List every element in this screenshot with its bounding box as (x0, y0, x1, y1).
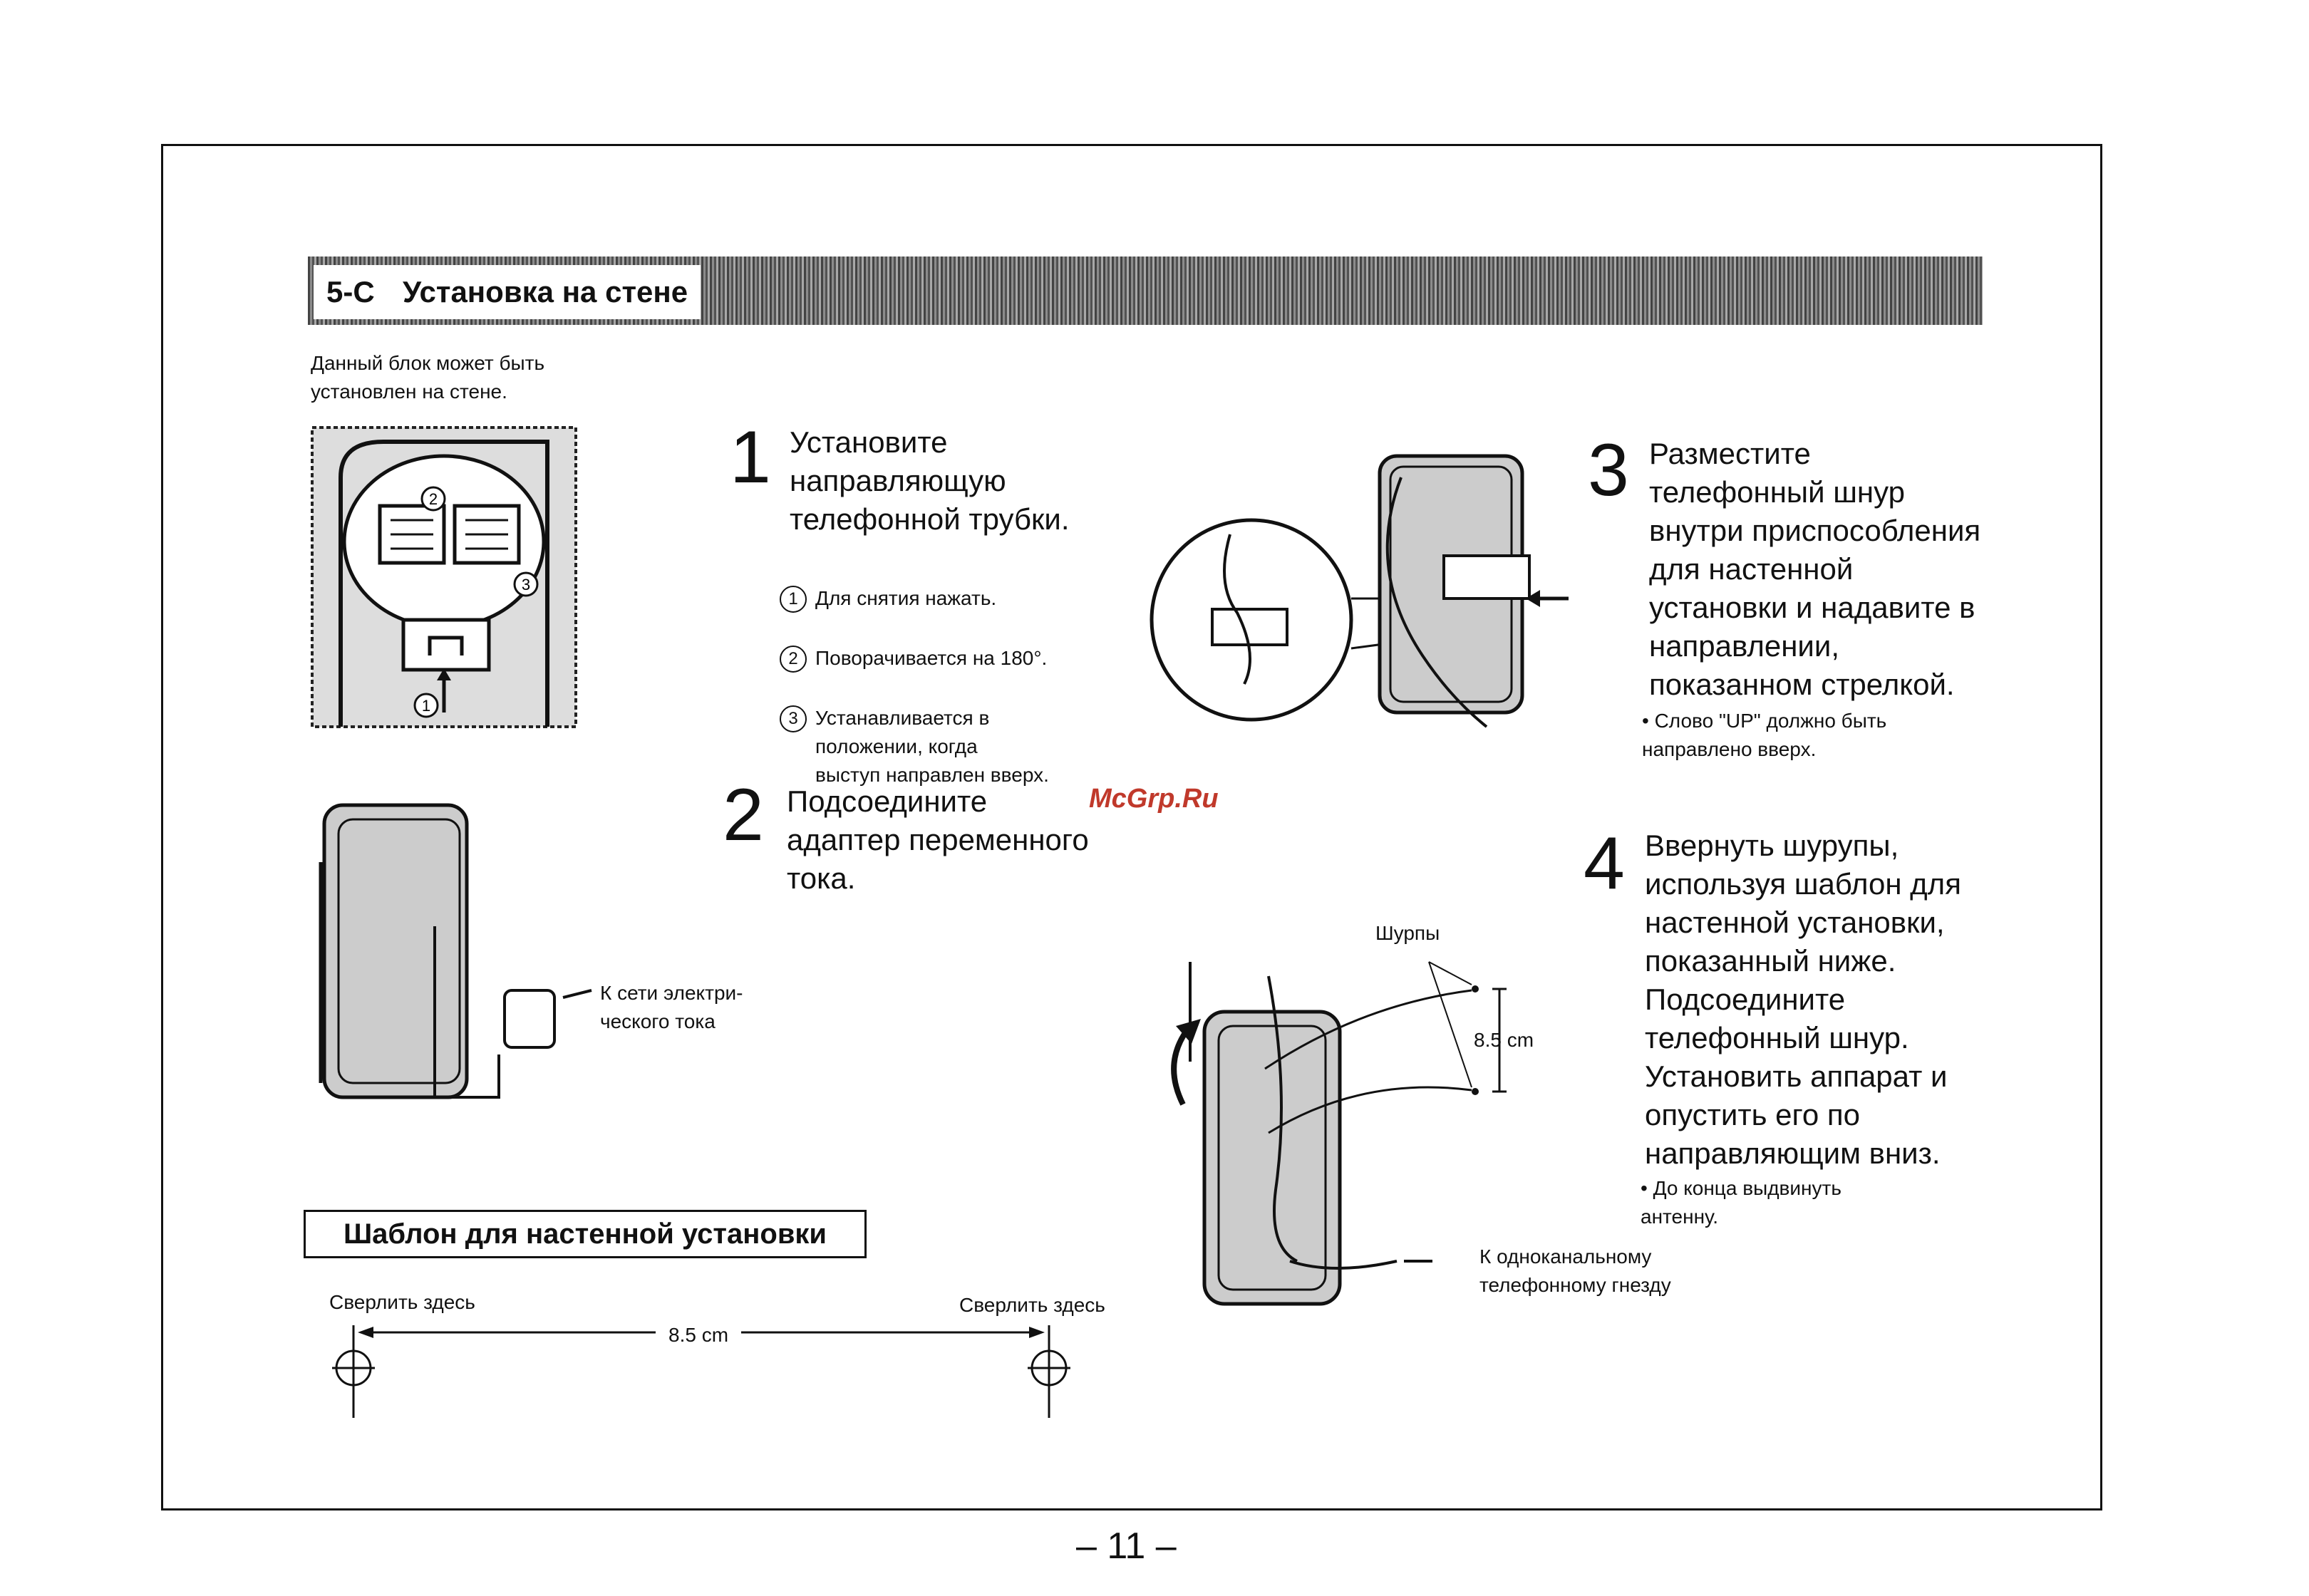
circled-number: 2 (780, 646, 807, 673)
template-distance-label: 8.5 cm (668, 1324, 729, 1346)
wall-mount-illustration (1171, 961, 1507, 1306)
substep: 2 Поворачивается на 180°. (780, 644, 1150, 673)
handset-guide-illustration: 2 3 1 (311, 426, 577, 728)
substep-text: Устанавливается в положении, когда высту… (815, 707, 1049, 786)
step-3-note: • Слово "UP" должно быть направлено ввер… (1642, 710, 1887, 760)
drill-left-label: Сверлить здесь (329, 1291, 475, 1313)
jack-label: К одноканальному телефонному гнезду (1479, 1245, 1671, 1296)
substep-text: Для снятия нажать. (815, 587, 997, 609)
step-4-number: 4 (1584, 822, 1625, 905)
template-title: Шаблон для настенной установки (304, 1210, 867, 1258)
section-header: 5-C Установка на стене (314, 265, 701, 319)
step-3-text: Разместите телефонный шнур внутри приспо… (1649, 437, 1981, 701)
drill-right-label: Сверлить здесь (959, 1294, 1105, 1316)
substep: 1 Для снятия нажать. (780, 584, 1150, 613)
cord-holder-illustration (1150, 454, 1569, 728)
step-3-number: 3 (1588, 429, 1629, 512)
step-4-text: Ввернуть шурупы, используя шаблон для на… (1645, 829, 1961, 1170)
ac-outlet-callout: К сети электри- ческого тока (600, 982, 743, 1032)
step-4-note: • До конца выдвинуть антенну. (1641, 1177, 1841, 1228)
step-1-text: Установите направляющую телефонной трубк… (790, 425, 1070, 536)
step-2-text: Подсоедините адаптер переменного тока. (787, 784, 1089, 895)
section-title: Установка на стене (403, 275, 688, 309)
page-frame (161, 144, 2102, 1510)
substep-text: Поворачивается на 180°. (815, 647, 1048, 669)
screw-distance-label: 8.5 cm (1474, 1029, 1534, 1051)
substep: 3 Устанавливается в положении, когда выст… (780, 704, 1150, 789)
ac-adapter-illustration (319, 803, 592, 1099)
page-number: – 11 – (1076, 1525, 1177, 1567)
svg-text:2: 2 (429, 490, 438, 508)
watermark: McGrp.Ru (1089, 784, 1219, 814)
step-1-number: 1 (730, 416, 771, 499)
intro-text: Данный блок может быть установлен на сте… (311, 352, 545, 403)
drill-template (332, 1325, 1070, 1418)
circled-number: 1 (780, 586, 807, 613)
step-1-substeps: 1 Для снятия нажать. 2 Поворачивается на 1… (780, 556, 1150, 821)
screws-label: Шурпы (1375, 922, 1440, 944)
circled-number: 3 (780, 705, 807, 732)
svg-text:3: 3 (522, 576, 530, 594)
step-2-number: 2 (723, 774, 764, 856)
svg-text:1: 1 (422, 697, 430, 715)
section-number: 5-C (326, 275, 375, 309)
